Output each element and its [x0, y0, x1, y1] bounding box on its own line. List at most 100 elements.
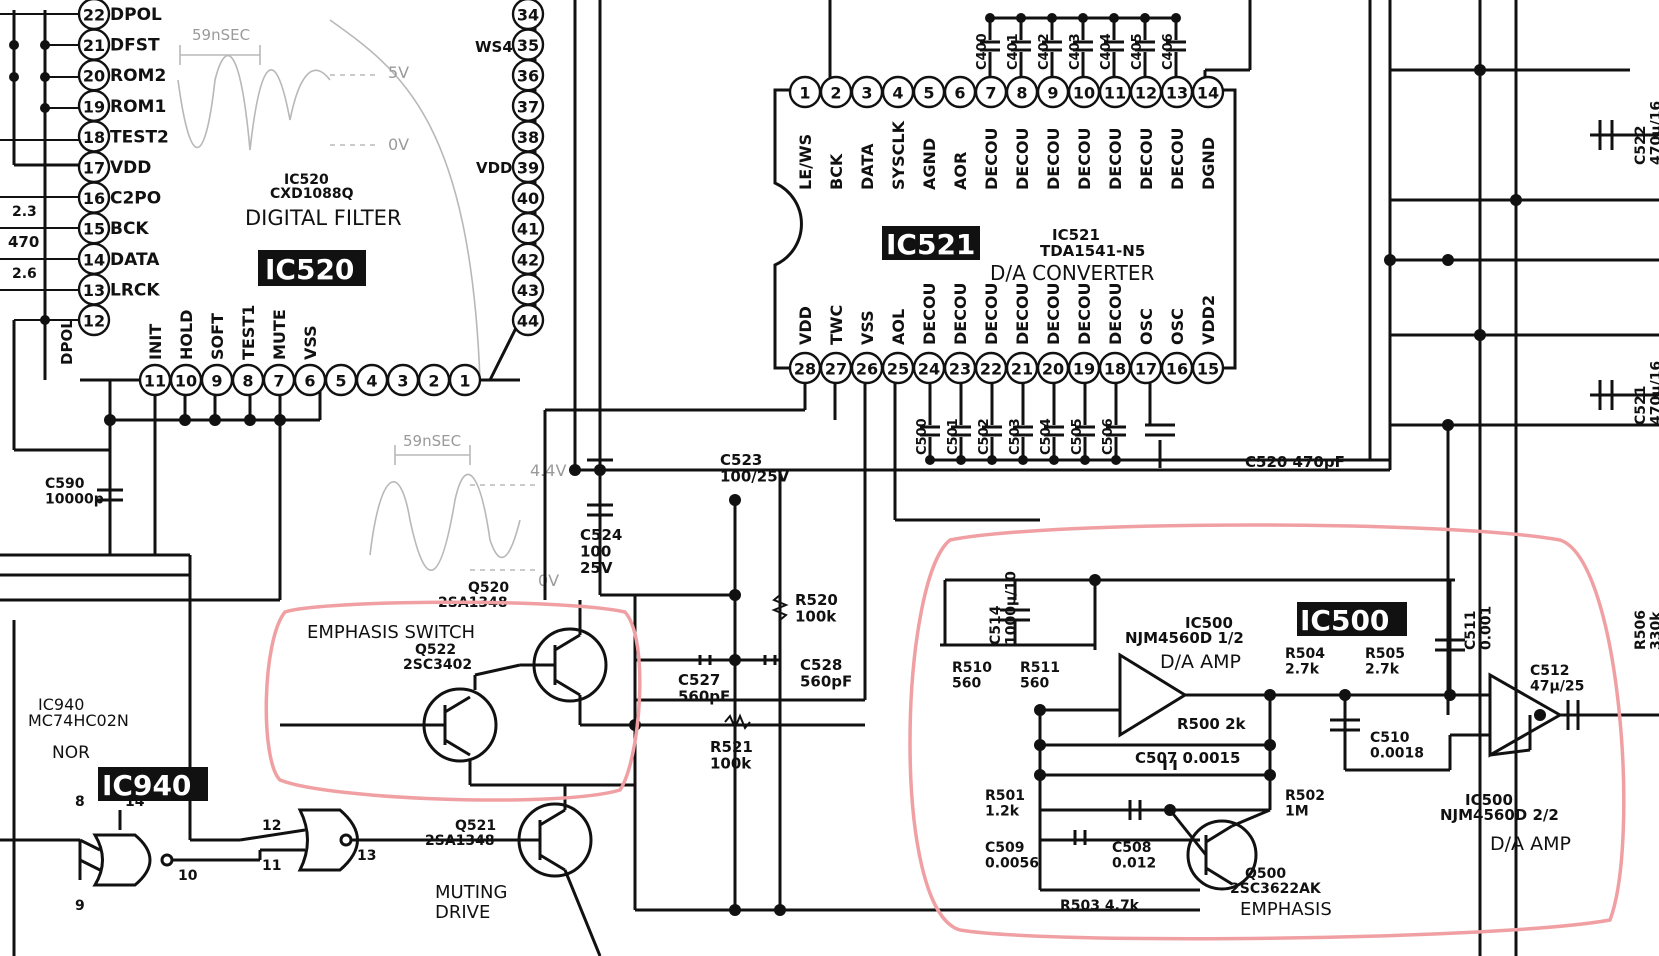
ic500b-function: D/A AMP: [1490, 833, 1571, 855]
ic520-pin-34-number: 34: [517, 6, 539, 25]
ic520-pin-1-circle: [448, 363, 482, 397]
ic520-pin-1: 1: [448, 363, 482, 397]
ic520-pin-3-number: 3: [397, 372, 408, 391]
ic521-pin-6-number: 6: [954, 84, 965, 103]
ic520-pin-15: 15: [77, 211, 111, 245]
ic521-bottom-pin-name: TWC: [827, 305, 846, 345]
ic520-pin-15-number: 15: [83, 220, 105, 239]
ic940-badge: IC940: [102, 769, 191, 802]
ic521-pin-1-number: 1: [799, 84, 810, 103]
c514-label: C5141000µ/10: [988, 571, 1019, 645]
ic520-pin-18: 18: [77, 120, 111, 153]
ic521-top-cap-label: C404: [1099, 33, 1114, 70]
c511-label: C5110.001: [1463, 606, 1494, 650]
ic520-pin-18-name: TEST2: [110, 127, 169, 147]
ic520-pin-13-name: LRCK: [110, 280, 160, 300]
ic520-ws4-label: WS4: [475, 38, 513, 56]
ic521-bottom-pin-name: DECOU: [920, 282, 939, 345]
ic521-pin-21: 21: [1005, 351, 1039, 385]
ic521-top-cap-label: C401: [1006, 33, 1021, 70]
ic521-badge-bg: [882, 226, 980, 260]
ic520-pin-37: 37: [511, 89, 545, 123]
ic521-pin-28-number: 28: [794, 360, 816, 379]
ic520-pin-14-name: DATA: [110, 250, 160, 270]
ic521-pin-15-circle: [1191, 351, 1225, 385]
ic521-pin-23: 23: [943, 351, 977, 385]
ic521-pin-2: 2: [819, 75, 853, 109]
waveform-bottom: 59nSEC 4.4V 0V: [369, 432, 566, 590]
ic521-pin-14: 14: [1191, 75, 1225, 109]
ic520-pin-10-number: 10: [175, 372, 197, 391]
ic521-bottom-cap-label: C500: [915, 418, 930, 455]
ic520-pin-11: 11: [138, 363, 172, 397]
ic520-pin-19-name: ROM1: [110, 97, 166, 117]
ic521-pin-8: 8: [1005, 75, 1039, 109]
ic520-pin-37-number: 37: [517, 97, 539, 116]
ic520-function: DIGITAL FILTER: [245, 206, 402, 230]
ic521-pin-26: 26: [850, 351, 884, 385]
ic520-pin-7-number: 7: [273, 372, 284, 391]
ic520-pin-39: 39: [511, 150, 545, 184]
ic521-top-pin-name: DECOU: [1137, 127, 1156, 190]
ic521-pin-3: 3: [850, 75, 884, 109]
ic940-pin-8: 8: [75, 794, 85, 810]
ic521-bottom-pin-name: VSS: [858, 310, 877, 345]
ic520-pin-16-number: 16: [83, 189, 105, 208]
ic521-pin-17-number: 17: [1135, 360, 1157, 379]
ic521-pin-24-number: 24: [918, 360, 940, 379]
ic520-pin-35-number: 35: [517, 36, 539, 55]
ic940-pin-9: 9: [75, 898, 85, 914]
ic520-pin-22-number: 22: [83, 6, 105, 25]
ic521-bottom-cap-label: C505: [1070, 418, 1085, 455]
ic520-pin-43: 43: [511, 273, 545, 306]
ic500a-part: NJM4560D 1/2: [1125, 629, 1244, 647]
ic521-top-pin-name: DECOU: [1044, 127, 1063, 190]
ic521-pin-19: 19: [1067, 351, 1101, 385]
c521-label: C521470µ/16: [1633, 361, 1659, 425]
ic521-function: D/A CONVERTER: [990, 261, 1154, 285]
ic521-bottom-cap-label: C503: [1008, 418, 1023, 455]
q522-part: 2SC3402: [403, 657, 472, 673]
wave-time-label-1: 59nSEC: [192, 26, 250, 44]
ic520-badge-bg: [258, 250, 366, 286]
ic520-pin-16-name: C2PO: [110, 189, 161, 209]
ic521-pin-15: 15: [1191, 351, 1225, 385]
ic520-pin-40: 40: [511, 181, 545, 214]
ic520-pin-3: 3: [386, 363, 420, 397]
ic940-nor-circuit: [0, 573, 1200, 956]
ic520-pin-4: 4: [355, 363, 389, 397]
ic521-top-pin-name: DECOU: [1075, 127, 1094, 190]
ic520-pin-17-name: VDD: [110, 158, 151, 178]
ic521-bottom-pin-name: OSC: [1168, 308, 1187, 345]
ic520-pin-8-number: 8: [242, 372, 253, 391]
ic500b-part: NJM4560D 2/2: [1440, 806, 1559, 824]
ic940-badge-bg: [98, 767, 208, 801]
mid-components: [569, 458, 865, 910]
ic521-top-cap-label: C403: [1068, 33, 1083, 70]
wave-44v-label: 4.4V: [530, 461, 566, 480]
ic521-pin-18: 18: [1098, 351, 1132, 385]
q521-ref: Q521: [455, 818, 496, 834]
wave-0v-label-2: 0V: [538, 571, 559, 590]
ic520-pin-17: 17: [77, 150, 111, 184]
ic520-badge: IC520: [265, 253, 354, 286]
ic500-amp-circuit: [940, 425, 1659, 892]
ic520-pin-20: 20: [77, 58, 111, 92]
ic940-pin-11: 11: [262, 858, 281, 874]
ic520-pin-20-name: ROM2: [110, 66, 166, 86]
ic521-top-pin-name: AGND: [920, 138, 939, 190]
ic520-pin-12-number: 12: [83, 312, 105, 331]
